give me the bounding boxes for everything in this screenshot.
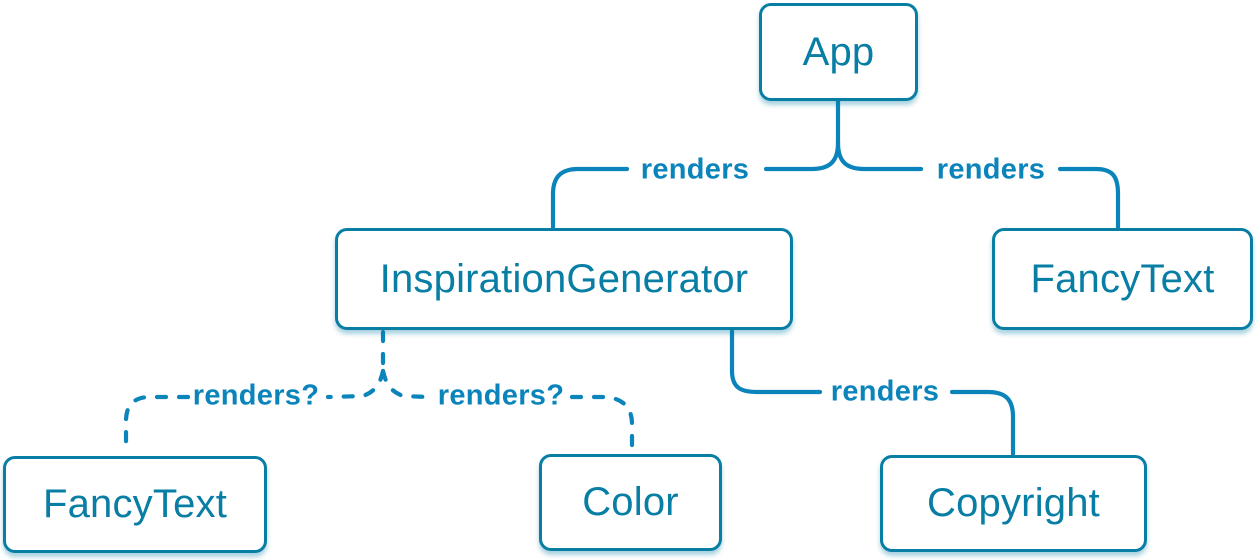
- node-app: App: [759, 3, 918, 101]
- edge-inspirationgenerator-copyright-right-segment: [949, 389, 1016, 457]
- node-app-label: App: [802, 29, 875, 74]
- edge-label-inspirationgenerator-color: renders?: [437, 379, 565, 412]
- edge-app-fancytext-left-segment: [835, 140, 924, 172]
- edge-app-inspirationgenerator-right-segment: [763, 140, 841, 172]
- node-inspiration-generator-label: InspirationGenerator: [379, 256, 749, 301]
- edge-app-inspirationgenerator-left-segment: [550, 166, 630, 230]
- edge-label-inspirationgenerator-fancytext: renders?: [192, 379, 320, 412]
- edge-inspirationgenerator-fancytext-leg: [325, 368, 386, 400]
- node-copyright-label: Copyright: [927, 481, 1100, 525]
- node-fancy-text-top-label: FancyText: [1030, 256, 1215, 301]
- edge-inspirationgenerator-fancytext-drop: [123, 394, 191, 455]
- edge-app-fancytext-right-segment: [1057, 166, 1121, 230]
- node-fancy-text-top: FancyText: [992, 228, 1253, 330]
- edge-label-inspirationgenerator-copyright: renders: [830, 375, 940, 408]
- edge-inspirationgenerator-color-drop: [569, 394, 635, 453]
- edge-inspirationgenerator-color-leg: [380, 368, 431, 400]
- node-copyright: Copyright: [880, 455, 1147, 552]
- edge-inspirationgenerator-copyright-left-segment: [729, 328, 823, 395]
- edge-label-app-fancytext: renders: [936, 153, 1046, 186]
- node-fancy-text-bottom: FancyText: [3, 456, 267, 553]
- node-inspiration-generator: InspirationGenerator: [335, 228, 793, 330]
- node-color: Color: [539, 454, 722, 551]
- node-fancy-text-bottom-label: FancyText: [42, 482, 228, 526]
- node-color-label: Color: [582, 480, 679, 524]
- edge-label-app-inspirationgenerator: renders: [640, 153, 750, 186]
